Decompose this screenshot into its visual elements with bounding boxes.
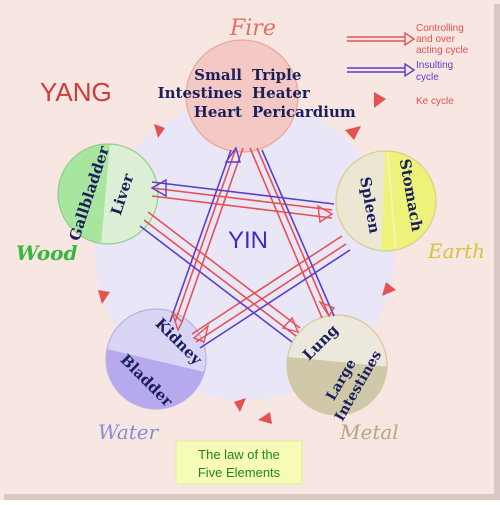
legend-insulting-line2: cycle (416, 72, 439, 83)
water-label: Water (98, 420, 160, 444)
wood-circle (57, 143, 159, 245)
earth-label: Earth (427, 239, 485, 263)
fire-label: Fire (229, 16, 276, 41)
legend-insulting-line1: Insulting (416, 60, 453, 71)
legend-controlling-line3: acting cycle (416, 45, 469, 56)
fire-organ-left-line1: Small (194, 66, 242, 84)
insulting-arrows (139, 149, 351, 349)
legend-ke-label: Ke cycle (416, 96, 454, 107)
fire-organ-right-line2: Heater (252, 84, 311, 102)
frame-shadow-bottom (4, 494, 500, 500)
ke-cycle-markers (98, 124, 396, 424)
fire-organ-right-line1: Triple (252, 66, 301, 84)
metal-label: Metal (339, 420, 399, 444)
legend-controlling-line1: Controlling (416, 23, 464, 34)
yang-label: YANG (40, 77, 112, 107)
arrow-heads (150, 146, 336, 343)
fire-organ-left-line2: Intestines (158, 84, 242, 102)
legend-ke-marker (374, 92, 386, 108)
earth-circle (335, 150, 437, 252)
title-box: The law of the Five Elements (175, 440, 303, 485)
fire-organ-right-line3: Pericardium (252, 103, 356, 121)
legend: Controlling and over acting cycle Insult… (347, 23, 469, 108)
wood-label: Wood (16, 241, 78, 265)
legend-controlling-line2: and over (416, 34, 456, 45)
title-line1: The law of the (198, 447, 280, 462)
fire-organ-left-line3: Heart (194, 103, 242, 121)
frame-shadow-right (494, 4, 500, 500)
title-line2: Five Elements (198, 465, 281, 480)
yin-label: YIN (228, 227, 268, 254)
controlling-arrows (143, 147, 347, 343)
